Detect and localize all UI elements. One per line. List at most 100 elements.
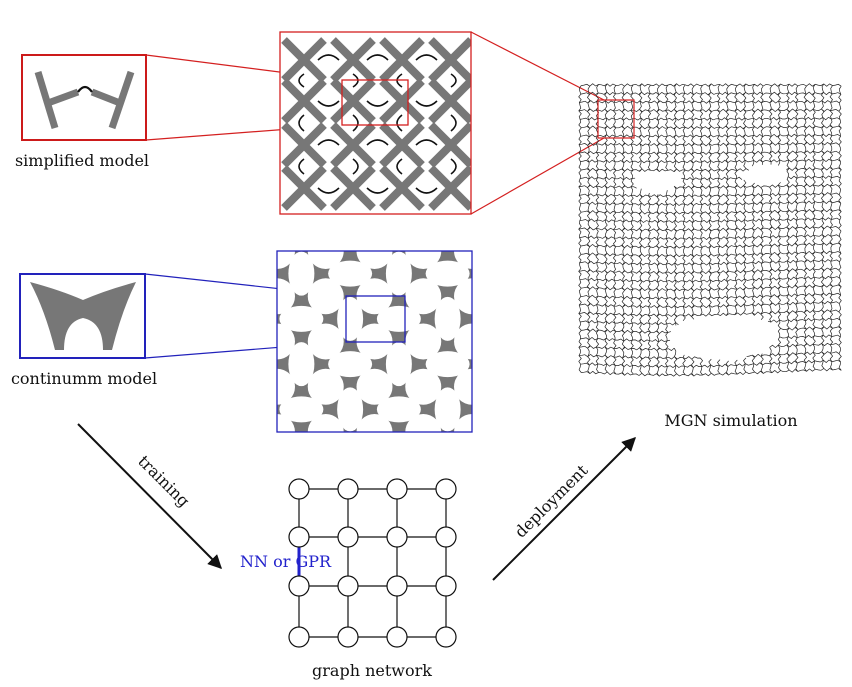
corner-hole bbox=[454, 278, 472, 315]
spring bbox=[298, 73, 305, 88]
cross-unit bbox=[428, 37, 471, 83]
corner-hole bbox=[405, 368, 442, 405]
spring bbox=[415, 100, 438, 107]
ellipse-hole bbox=[376, 305, 421, 332]
mgn-zoom-lines bbox=[470, 31, 605, 215]
corner-hole bbox=[307, 368, 344, 405]
graph-node bbox=[386, 626, 408, 648]
spring bbox=[415, 187, 438, 194]
ellipse-hole bbox=[434, 296, 461, 341]
corner-hole bbox=[356, 368, 393, 405]
training-label: training bbox=[134, 452, 193, 511]
ellipse-hole bbox=[434, 387, 461, 432]
cross-unit bbox=[281, 165, 327, 211]
corner-hole bbox=[277, 368, 295, 405]
spring bbox=[352, 114, 359, 132]
cross-unit bbox=[428, 165, 471, 211]
spring bbox=[450, 73, 457, 88]
mgn-simulation-mesh bbox=[578, 83, 842, 377]
cross-unit bbox=[281, 122, 327, 168]
cross-unit bbox=[281, 78, 327, 124]
spring bbox=[366, 100, 389, 107]
mgn-simulation-label: MGN simulation bbox=[664, 411, 797, 430]
spring bbox=[415, 139, 438, 146]
corner-hole bbox=[454, 414, 472, 432]
graph-node bbox=[386, 575, 408, 597]
deployment-arrow bbox=[492, 437, 636, 581]
spring bbox=[366, 187, 389, 194]
ellipse-hole bbox=[279, 396, 324, 423]
deployment-label: deployment bbox=[511, 460, 592, 541]
spring bbox=[298, 114, 305, 132]
ellipse-hole bbox=[425, 351, 470, 378]
ellipse-hole bbox=[288, 342, 315, 387]
spring bbox=[352, 158, 359, 175]
spring bbox=[298, 158, 305, 175]
ellipse-hole bbox=[328, 351, 373, 378]
graph-node bbox=[435, 626, 457, 648]
corner-hole bbox=[405, 278, 442, 315]
simplified-zoom-box bbox=[341, 79, 409, 126]
cross-unit bbox=[330, 122, 376, 168]
ellipse-hole bbox=[385, 251, 412, 296]
graph-network bbox=[288, 478, 457, 648]
spring bbox=[366, 54, 389, 61]
cross-unit bbox=[330, 165, 376, 211]
corner-hole bbox=[277, 323, 295, 360]
spring bbox=[396, 158, 403, 175]
spring bbox=[317, 139, 340, 146]
corner-hole bbox=[454, 323, 472, 360]
graph-node bbox=[435, 478, 457, 500]
graph-node bbox=[288, 626, 310, 648]
cross-unit bbox=[330, 78, 376, 124]
ellipse-hole bbox=[328, 260, 373, 287]
graph-node bbox=[386, 526, 408, 548]
graph-network-label: graph network bbox=[312, 661, 432, 680]
edge-model-label: NN or GPR bbox=[240, 552, 332, 571]
ellipse-hole bbox=[385, 342, 412, 387]
cross-unit bbox=[379, 165, 425, 211]
graph-node bbox=[435, 526, 457, 548]
graph-node bbox=[337, 478, 359, 500]
cross-unit bbox=[379, 37, 425, 83]
corner-hole bbox=[277, 251, 295, 269]
corner-hole bbox=[454, 368, 472, 405]
simplified-lattice-panel bbox=[279, 31, 472, 215]
graph-node bbox=[337, 626, 359, 648]
cross-unit bbox=[428, 78, 471, 124]
spring bbox=[396, 114, 403, 132]
graph-node bbox=[288, 478, 310, 500]
spring bbox=[450, 158, 457, 175]
ellipse-hole bbox=[337, 296, 364, 341]
cross-unit bbox=[428, 122, 471, 168]
graph-node bbox=[337, 526, 359, 548]
corner-hole bbox=[307, 278, 344, 315]
ellipse-hole bbox=[288, 251, 315, 296]
ellipse-hole bbox=[337, 387, 364, 432]
graph-node bbox=[288, 526, 310, 548]
continuum-lattice-panel bbox=[276, 250, 473, 433]
graph-node bbox=[435, 575, 457, 597]
graph-node bbox=[337, 575, 359, 597]
continuum-model-label: continumm model bbox=[11, 369, 157, 388]
spring bbox=[317, 54, 340, 61]
corner-hole bbox=[307, 323, 344, 360]
graph-node bbox=[288, 575, 310, 597]
training-arrow bbox=[77, 423, 222, 569]
simplified-model-thumbnail bbox=[21, 54, 147, 141]
corner-hole bbox=[405, 323, 442, 360]
corner-hole bbox=[454, 251, 472, 269]
corner-hole bbox=[277, 278, 295, 315]
ellipse-hole bbox=[425, 260, 470, 287]
spring bbox=[366, 139, 389, 146]
spring bbox=[317, 187, 340, 194]
spring bbox=[317, 100, 340, 107]
cross-unit bbox=[379, 122, 425, 168]
corner-hole bbox=[277, 414, 295, 432]
cross-unit bbox=[379, 78, 425, 124]
ellipse-hole bbox=[279, 305, 324, 332]
ellipse-hole bbox=[376, 396, 421, 423]
mgn-zoom-box bbox=[597, 99, 635, 139]
spring bbox=[450, 114, 457, 132]
